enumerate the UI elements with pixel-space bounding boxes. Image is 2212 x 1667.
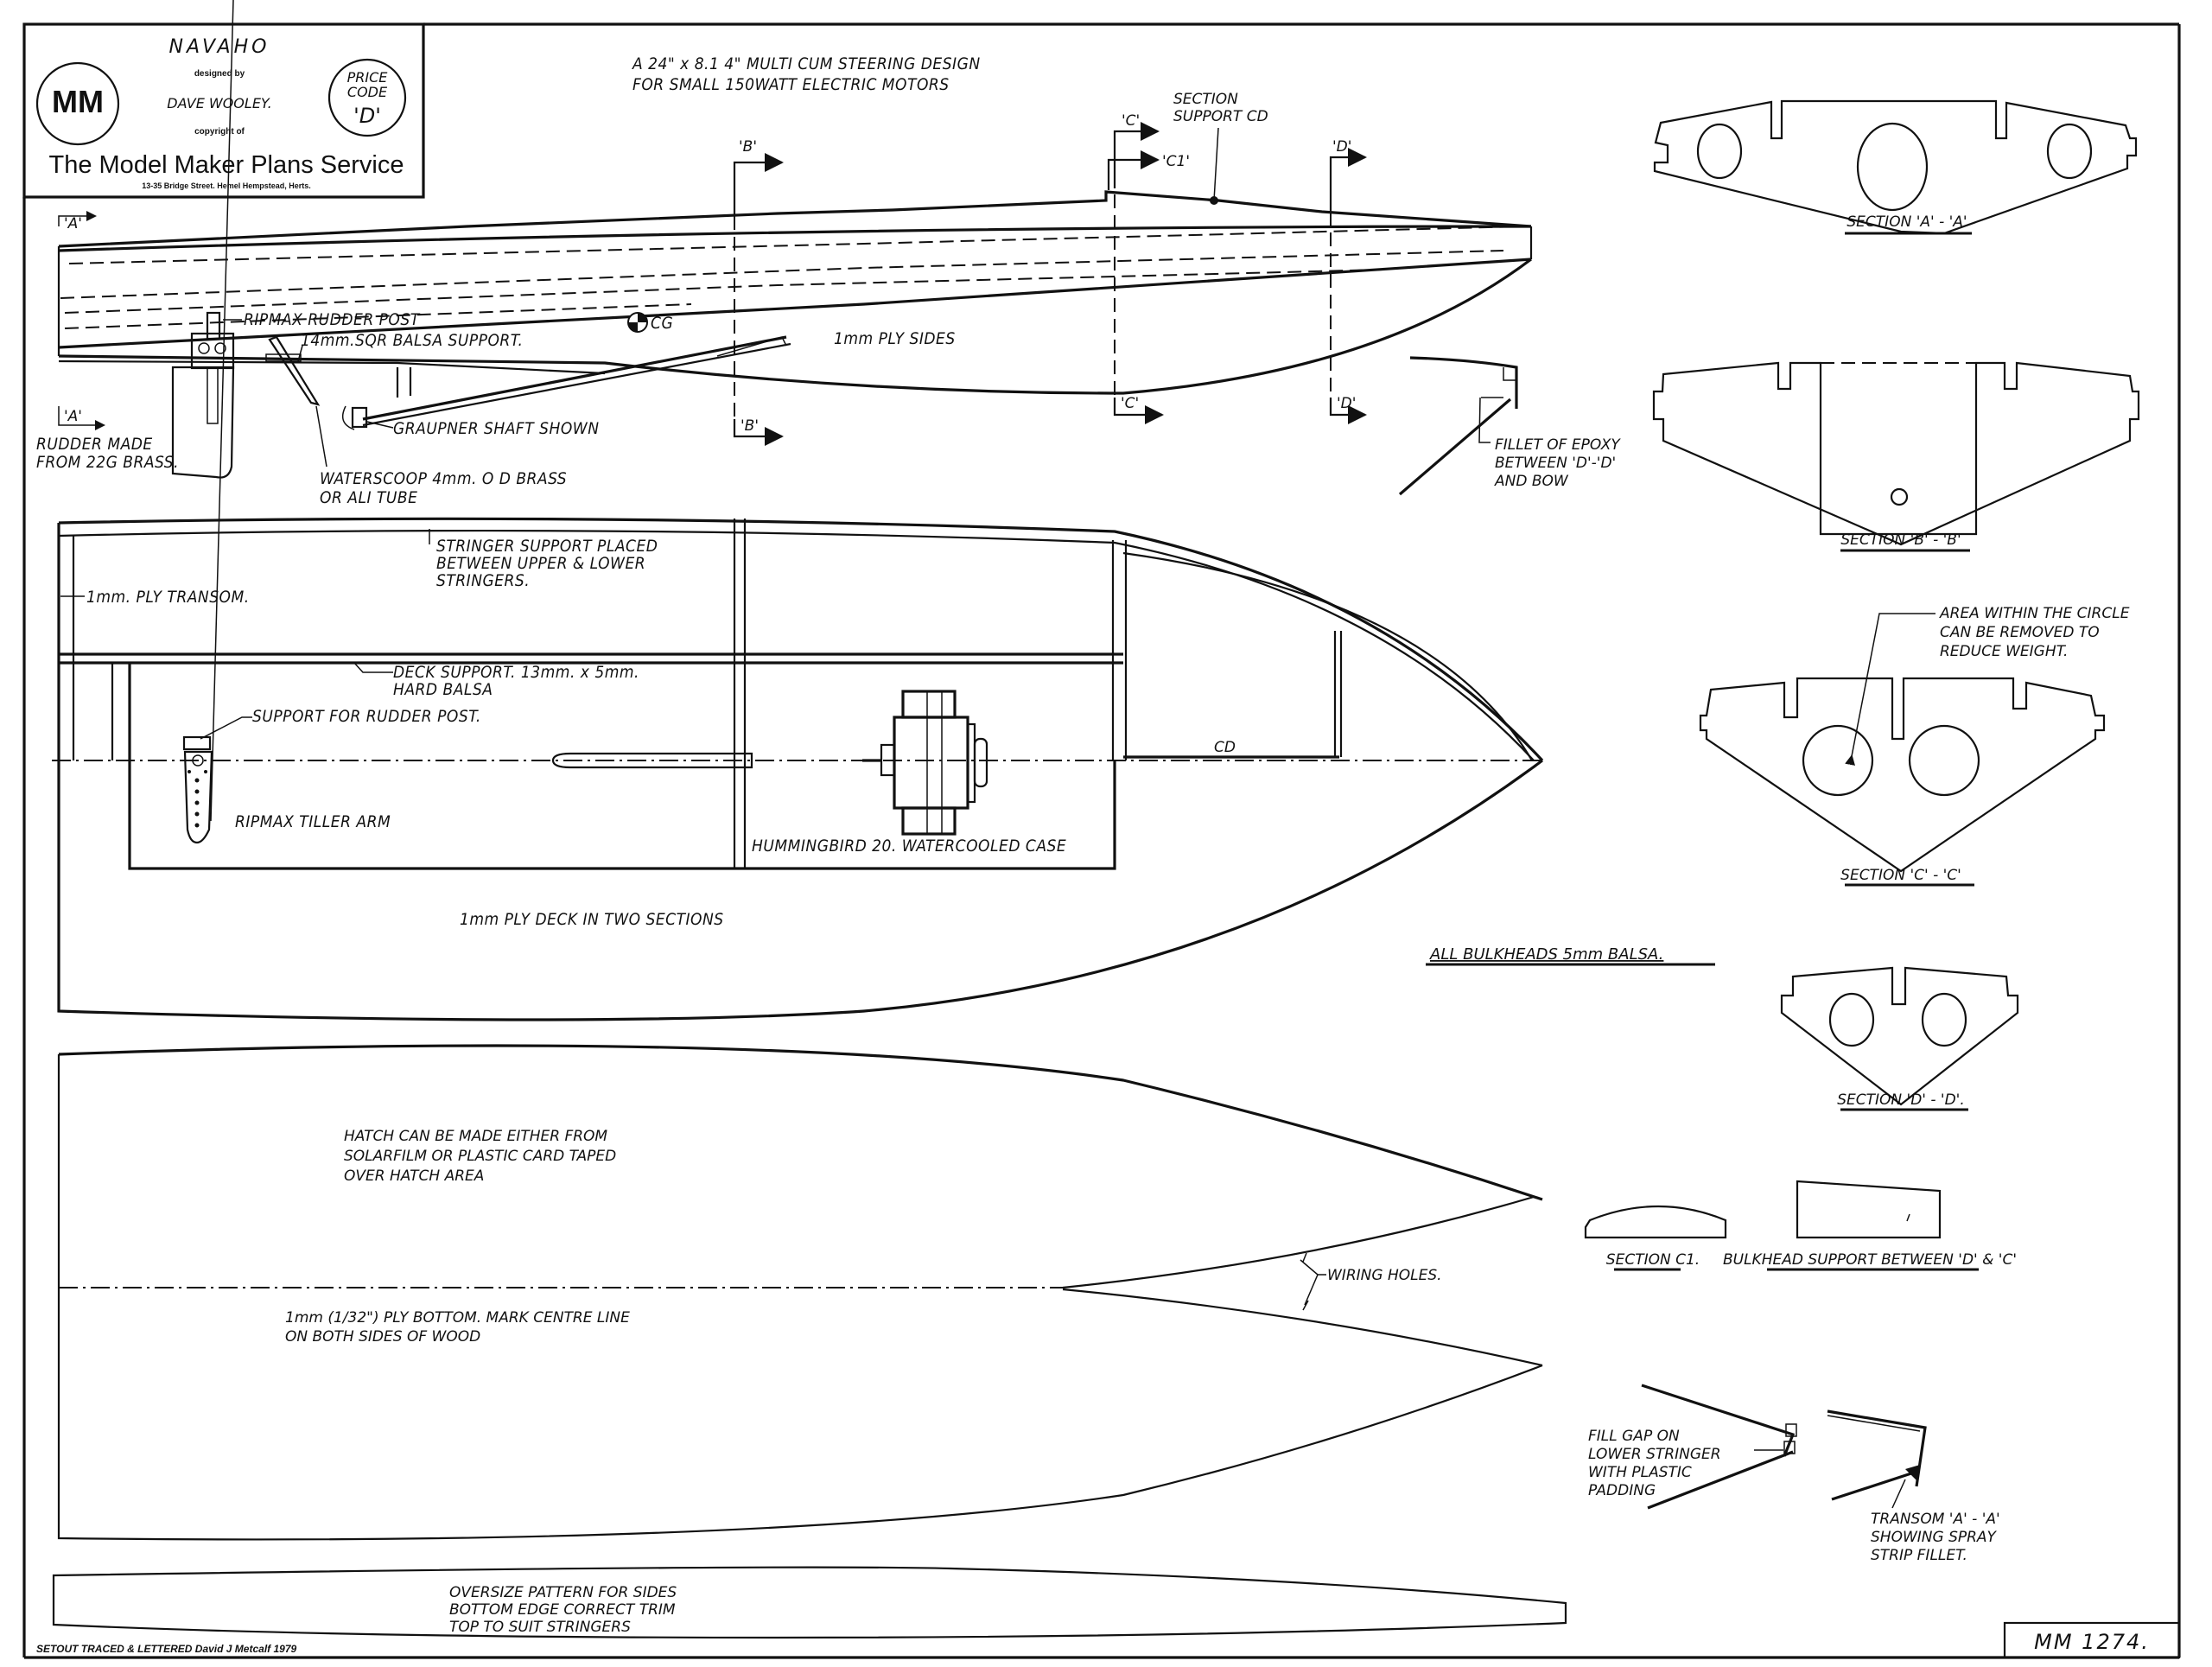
label-deck: 1mm PLY DECK IN TWO SECTIONS — [460, 910, 724, 929]
cc-note-line-1: AREA WITHIN THE CIRCLE — [1939, 605, 2130, 622]
label-balsa-support: 14mm.SQR BALSA SUPPORT. — [301, 331, 523, 350]
service-name: The Model Maker Plans Service — [49, 151, 404, 179]
fill-gap-line-3: WITH PLASTIC — [1588, 1464, 1692, 1481]
model-name: NAVAHO — [169, 36, 270, 58]
transom-detail-line-2: SHOWING SPRAY — [1871, 1529, 1998, 1546]
section-d-d-label: SECTION 'D' - 'D'. — [1837, 1091, 1965, 1109]
price-label-2: CODE — [347, 84, 388, 100]
section-a-a-label: SECTION 'A' - 'A' — [1847, 213, 1967, 231]
section-c-c-label: SECTION 'C' - 'C' — [1840, 867, 1961, 884]
label-waterscoop-line-1: WATERSCOOP 4mm. O D BRASS — [320, 469, 567, 488]
label-cg: CG — [651, 314, 673, 333]
mm-logo: MM — [35, 61, 120, 146]
transom-detail: TRANSOM 'A' - 'A' SHOWING SPRAY STRIP FI… — [1827, 1409, 2000, 1564]
label-ply-sides: 1mm PLY SIDES — [834, 329, 956, 348]
marker-d-top: 'D' — [1332, 138, 1351, 156]
plan-view: CD — [52, 0, 1547, 1021]
marker-b-top: 'B' — [739, 138, 757, 156]
label-stringer-support-line-1: STRINGER SUPPORT PLACED — [436, 537, 658, 556]
designed-by-label: designed by — [194, 69, 245, 79]
hatch-note-line-3: OVER HATCH AREA — [344, 1168, 484, 1185]
label-motor: HUMMINGBIRD 20. WATERCOOLED CASE — [752, 837, 1066, 856]
label-deck-support-line-2: HARD BALSA — [393, 680, 493, 699]
bulkhead-support: BULKHEAD SUPPORT BETWEEN 'D' & 'C' — [1723, 1180, 2017, 1271]
fill-gap-detail: FILL GAP ON LOWER STRINGER WITH PLASTIC … — [1588, 1384, 1797, 1510]
drawing-number-box: MM 1274. — [2003, 1621, 2181, 1659]
label-fillet-line-3: AND BOW — [1494, 473, 1569, 490]
section-b-b: SECTION 'B' - 'B' — [1652, 361, 2140, 552]
mm-logo-text: MM — [52, 84, 104, 119]
bottom-note-line-2: ON BOTH SIDES OF WOOD — [285, 1328, 480, 1346]
motor-drawing — [862, 690, 988, 836]
label-tiller: RIPMAX TILLER ARM — [235, 812, 391, 831]
marker-c-bottom: 'C' — [1121, 395, 1139, 412]
price-code: 'D' — [353, 104, 381, 128]
fillet-detail: FILLET OF EPOXY BETWEEN 'D'-'D' AND BOW — [1398, 356, 1621, 496]
marker-b-bottom: 'B' — [741, 417, 759, 435]
price-code-badge: PRICE CODE 'D' — [327, 58, 407, 137]
bottom-note-line-1: 1mm (1/32") PLY BOTTOM. MARK CENTRE LINE — [285, 1309, 630, 1327]
section-c1-label: SECTION C1. — [1606, 1251, 1700, 1269]
tiller-arm-drawing — [182, 735, 213, 844]
bottom-view: WIRING HOLES. HATCH CAN BE MADE EITHER F… — [57, 1044, 1543, 1541]
copyright-label: copyright of — [194, 127, 245, 137]
hatch-note-line-1: HATCH CAN BE MADE EITHER FROM — [344, 1128, 607, 1145]
label-stringer-support-line-3: STRINGERS. — [436, 571, 530, 590]
section-support-cd-line-1: SECTION — [1173, 91, 1238, 108]
hatch-note-line-2: SOLARFILM OR PLASTIC CARD TAPED — [344, 1148, 616, 1165]
side-pattern-line-1: OVERSIZE PATTERN FOR SIDES — [449, 1584, 677, 1601]
label-fillet-line-2: BETWEEN 'D'-'D' — [1495, 455, 1616, 472]
title-block: MM NAVAHO designed by DAVE WOOLEY. copyr… — [22, 22, 425, 199]
section-c1: SECTION C1. — [1584, 1205, 1727, 1271]
credit-line: SETOUT TRACED & LETTERED David J Metcalf… — [36, 1643, 297, 1655]
bulkheads-note: ALL BULKHEADS 5mm BALSA. — [1429, 945, 1663, 964]
cc-note-line-2: CAN BE REMOVED TO — [1940, 624, 2100, 641]
cc-note-line-3: REDUCE WEIGHT. — [1940, 643, 2068, 660]
price-label-1: PRICE — [347, 69, 389, 86]
marker-c-top: 'C' — [1122, 112, 1140, 130]
label-rudder-post: RIPMAX RUDDER POST — [244, 310, 421, 329]
label-rudder-line-1: RUDDER MADE — [36, 435, 153, 454]
drawing-number: MM 1274. — [2034, 1630, 2150, 1654]
label-rudder-line-2: FROM 22G BRASS. — [36, 453, 179, 472]
marker-c1: 'C1' — [1162, 153, 1190, 170]
transom-detail-line-1: TRANSOM 'A' - 'A' — [1871, 1511, 2000, 1528]
label-wiring-holes: WIRING HOLES. — [1327, 1267, 1442, 1284]
section-a-a: SECTION 'A' - 'A' — [1653, 99, 2138, 235]
section-d-d: SECTION 'D' - 'D'. — [1780, 966, 2019, 1111]
marker-a-bottom: 'A' — [64, 408, 82, 425]
label-cd: CD — [1214, 739, 1236, 756]
description-line-1: A 24" x 8.1 4" MULTI CUM STEERING DESIGN — [632, 54, 981, 73]
transom-detail-line-3: STRIP FILLET. — [1871, 1547, 1967, 1564]
cg-symbol-icon — [627, 312, 648, 333]
side-pattern-line-2: BOTTOM EDGE CORRECT TRIM — [449, 1601, 676, 1619]
label-fillet-line-1: FILLET OF EPOXY — [1495, 436, 1621, 454]
label-stringer-support-line-2: BETWEEN UPPER & LOWER — [436, 554, 645, 573]
side-pattern: OVERSIZE PATTERN FOR SIDES BOTTOM EDGE C… — [52, 1566, 1567, 1639]
marker-d-bottom: 'D' — [1337, 395, 1356, 412]
fill-gap-line-2: LOWER STRINGER — [1588, 1446, 1721, 1463]
service-address: 13-35 Bridge Street. Hemel Hempstead, He… — [142, 181, 311, 190]
side-pattern-line-3: TOP TO SUIT STRINGERS — [449, 1619, 631, 1636]
description-line-2: FOR SMALL 150WATT ELECTRIC MOTORS — [632, 75, 950, 94]
marker-a-top: 'A' — [64, 215, 82, 232]
side-view: 'A' 'A' 'B' 'B' 'C' 'C1' 'C' 'D' 'D' SEC… — [36, 91, 1533, 507]
label-deck-support-line-1: DECK SUPPORT. 13mm. x 5mm. — [393, 663, 639, 682]
fill-gap-line-1: FILL GAP ON — [1588, 1428, 1680, 1445]
designer-name: DAVE WOOLEY. — [167, 95, 271, 111]
sheet-border — [22, 22, 2181, 1659]
section-support-cd-line-2: SUPPORT CD — [1173, 108, 1268, 125]
label-rudder-support: SUPPORT FOR RUDDER POST. — [252, 707, 481, 726]
section-b-b-label: SECTION 'B' - 'B' — [1840, 531, 1961, 549]
label-shaft: GRAUPNER SHAFT SHOWN — [393, 419, 599, 438]
section-c-c: SECTION 'C' - 'C' AREA WITHIN THE CIRCLE… — [1699, 605, 2130, 887]
fill-gap-line-4: PADDING — [1588, 1482, 1656, 1499]
label-transom: 1mm. PLY TRANSOM. — [86, 588, 250, 607]
label-waterscoop-line-2: OR ALI TUBE — [320, 488, 417, 507]
bulkhead-support-label: BULKHEAD SUPPORT BETWEEN 'D' & 'C' — [1723, 1251, 2017, 1269]
